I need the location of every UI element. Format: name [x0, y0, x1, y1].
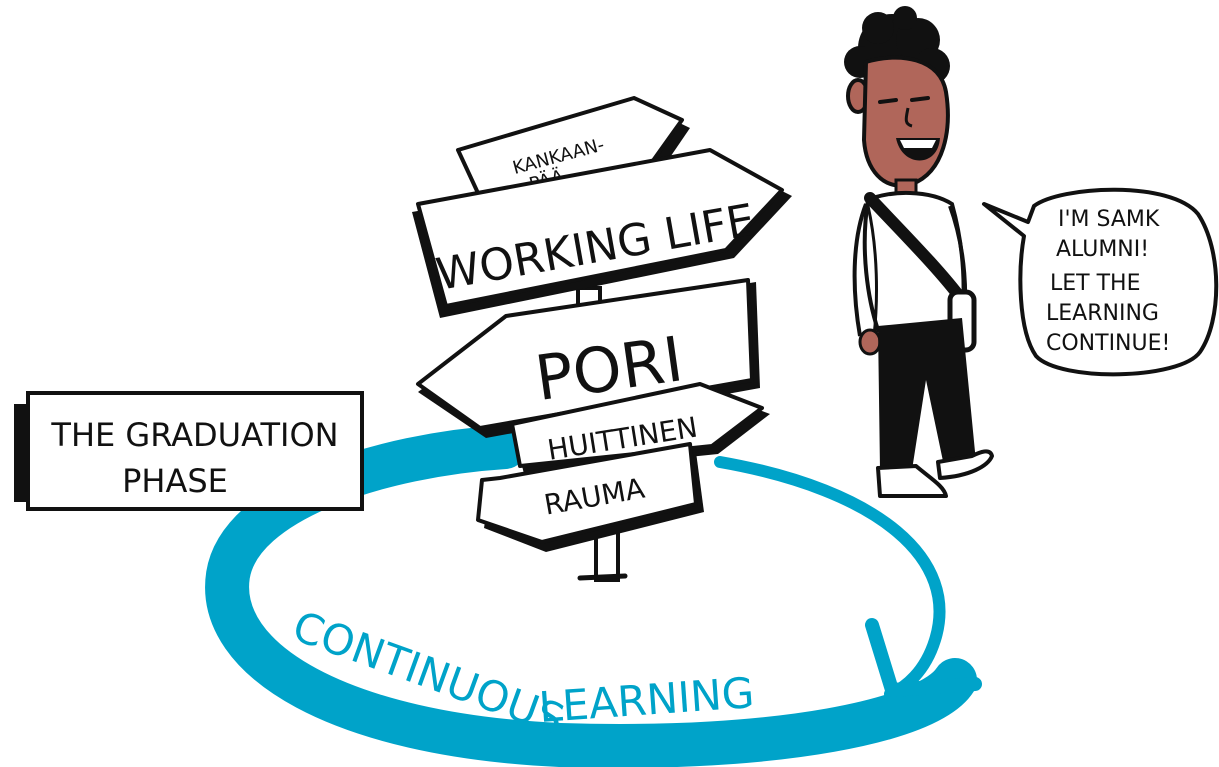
sign-huittinen: HUITTINEN — [510, 382, 770, 474]
loop-arrow-head-icon — [865, 618, 982, 697]
signpost: KANKAAN- PÄÄ WORKING LIFE PORI HUITTINEN… — [412, 96, 792, 582]
alumni-character — [844, 6, 994, 498]
sign-rauma: RAUMA — [476, 442, 704, 552]
graduation-phase-label: THE GRADUATION PHASE — [14, 391, 364, 511]
speech-bubble: I'M SAMK ALUMNI! LET THE LEARNING CONTIN… — [982, 187, 1219, 377]
speech-line-1: I'M SAMK — [1058, 207, 1160, 232]
graduation-phase-line2: PHASE — [122, 462, 228, 500]
speech-line-4: LEARNING — [1046, 301, 1159, 326]
graduation-phase-line1: THE GRADUATION — [50, 416, 338, 454]
speech-line-3: LET THE — [1050, 271, 1140, 296]
speech-line-5: CONTINUE! — [1046, 331, 1170, 356]
speech-line-2: ALUMNI! — [1056, 237, 1149, 262]
